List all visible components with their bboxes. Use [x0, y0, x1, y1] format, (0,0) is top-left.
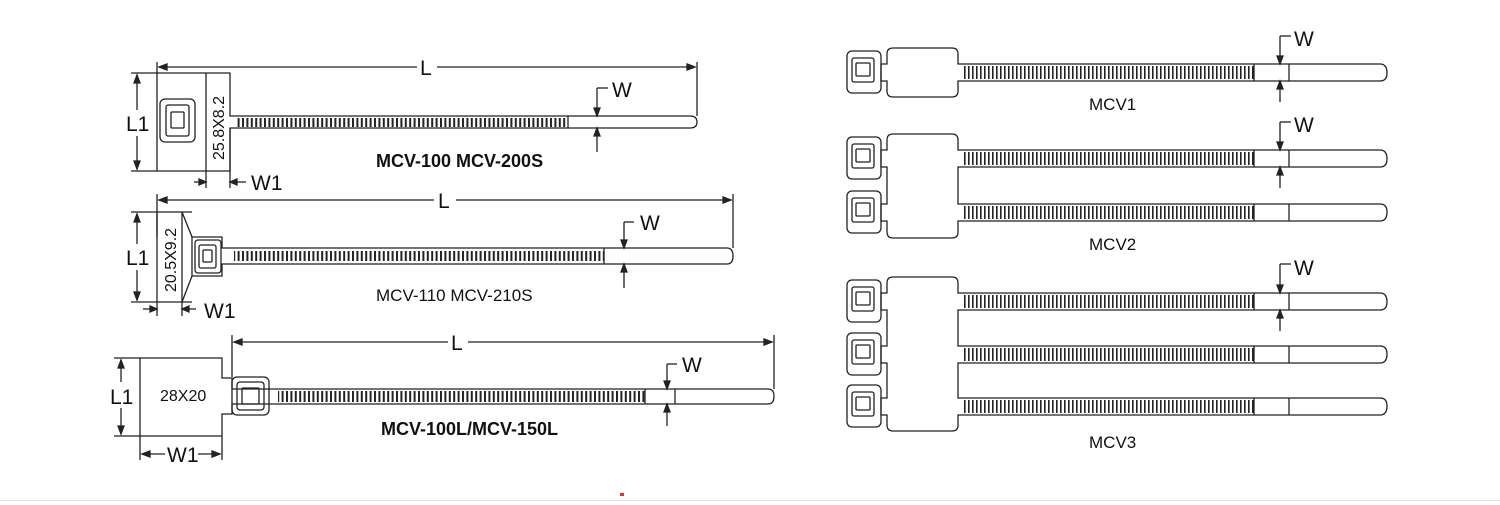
dim-label-W: W	[1294, 257, 1314, 280]
dim-label-W: W	[1294, 28, 1314, 51]
dim-label-W: W	[640, 212, 660, 235]
dim-label-W1: W1	[204, 300, 236, 323]
dim-label-L: L	[420, 57, 432, 80]
variant-mcv3	[846, 263, 1388, 432]
caption-mcv100l: MCV-100L/MCV-150L	[381, 419, 558, 439]
caption-mcv2: MCV2	[1089, 235, 1136, 254]
head-size-mcv100l: 28X20	[160, 388, 206, 405]
tie-mcv110	[131, 194, 734, 316]
dim-label-W: W	[612, 79, 632, 102]
dim-label-L1: L1	[110, 386, 133, 409]
dim-label-W: W	[1294, 114, 1314, 137]
dim-label-L: L	[451, 332, 463, 355]
dim-label-L: L	[438, 190, 450, 213]
tie-mcv100	[131, 62, 698, 188]
dim-label-L1: L1	[126, 113, 149, 136]
head-size-mcv110: 20.5X9.2	[163, 228, 180, 292]
caption-mcv110: MCV-110 MCV-210S	[376, 286, 533, 305]
variant-mcv1	[846, 35, 1388, 102]
head-size-mcv100: 25.8X8.2	[211, 96, 228, 160]
dim-label-L1: L1	[126, 247, 149, 270]
dim-label-W1: W1	[167, 444, 199, 467]
variant-mcv2	[846, 121, 1388, 239]
dim-label-W1: W1	[251, 172, 283, 195]
dim-label-W: W	[682, 354, 702, 377]
tie-mcv100l	[114, 335, 775, 460]
caption-mcv3: MCV3	[1089, 433, 1136, 452]
caption-mcv100: MCV-100 MCV-200S	[376, 151, 543, 171]
caption-mcv1: MCV1	[1089, 95, 1136, 114]
red-dot-mark	[620, 493, 624, 496]
bottom-divider	[0, 500, 1500, 501]
